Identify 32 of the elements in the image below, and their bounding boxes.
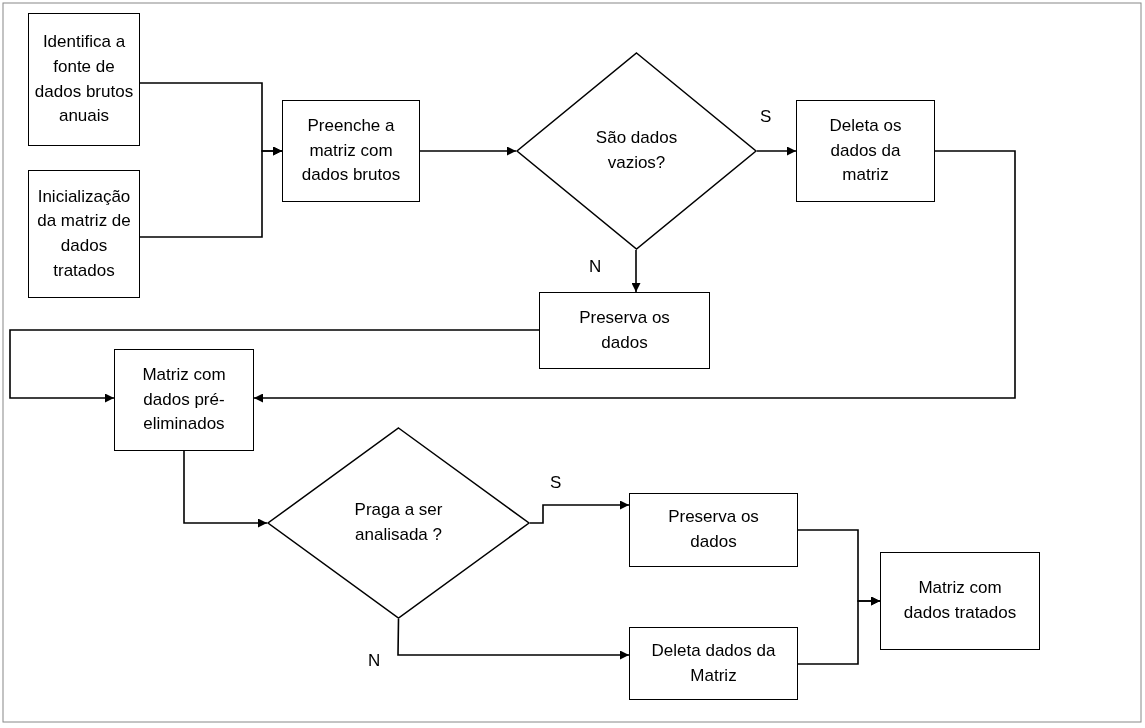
process-box <box>282 100 420 202</box>
node-text: Preenche a matriz com dados brutos <box>300 115 402 187</box>
arrow <box>397 618 630 660</box>
arrow <box>797 596 881 665</box>
process-box <box>28 170 140 298</box>
decision-diamond <box>516 52 757 250</box>
node-text: Matriz com dados tratados <box>902 577 1018 624</box>
arrow <box>529 500 630 524</box>
arrow <box>419 146 517 156</box>
process-box <box>629 493 798 567</box>
arrow <box>631 249 641 293</box>
node-text: Deleta os dados da matriz <box>828 115 903 187</box>
decision-diamond <box>267 427 530 619</box>
process-box <box>114 349 254 451</box>
node-text: Praga a ser analisada ? <box>353 499 444 546</box>
arrow <box>139 146 283 238</box>
arrow <box>183 450 268 528</box>
arrow <box>756 146 797 156</box>
process-box <box>880 552 1040 650</box>
node-text: Deleta dados da Matriz <box>650 639 777 687</box>
node-text: Inicialização da matriz de dados tratados <box>36 185 132 282</box>
arrow <box>9 329 540 403</box>
process-box <box>796 100 935 202</box>
node-text: Matriz com dados pré-eliminados <box>141 364 227 436</box>
node-text: Preserva os dados <box>578 306 671 354</box>
process-box <box>629 627 798 700</box>
process-box <box>539 292 710 369</box>
arrow <box>253 150 1016 403</box>
node-text: Preserva os dados <box>667 506 760 553</box>
node-text: São dados vazios? <box>594 127 679 174</box>
process-box <box>28 13 140 146</box>
node-text: Identifica a fonte de dados brutos anuais <box>34 31 134 128</box>
